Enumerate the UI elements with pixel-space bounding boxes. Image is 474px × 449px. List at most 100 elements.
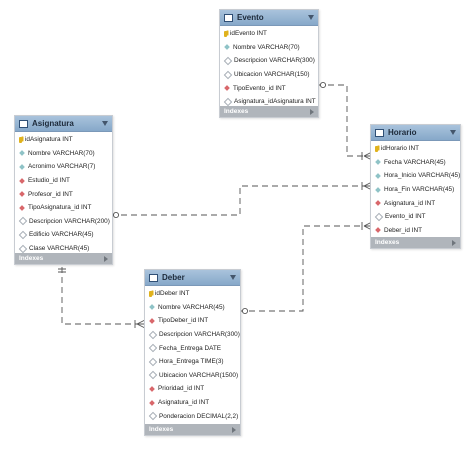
column-row[interactable]: Descripcion VARCHAR(200) [15,215,112,229]
column-name: Asignatura_idAsignatura INT [234,98,316,106]
column-row[interactable]: TipoDeber_id INT [145,314,240,328]
column-row[interactable]: Hora_Fin VARCHAR(45) [371,183,460,197]
column-row[interactable]: idDeber INT [145,287,240,301]
table-evento[interactable]: Evento idEvento INT Nombre VARCHAR(70) Des… [219,9,319,118]
column-row[interactable]: Clase VARCHAR(45) [15,242,112,256]
column-name: idEvento INT [230,30,267,38]
collapse-arrow-icon[interactable] [308,15,314,20]
table-horario[interactable]: Horario idHorario INT Fecha VARCHAR(45) Ho… [370,124,461,249]
column-name: TipoAsignatura_id INT [28,204,92,212]
collapse-arrow-icon[interactable] [230,275,236,280]
column-name: Ponderacion DECIMAL(2,2) [159,412,239,420]
column-name: Clase VARCHAR(45) [29,245,90,253]
column-name: Fecha_Entrega DATE [159,344,222,352]
table-title: Evento [237,13,264,22]
table-icon [149,273,158,282]
many-marker [361,181,373,191]
table-header[interactable]: Deber [145,270,240,286]
table-title: Deber [162,273,185,282]
column-row[interactable]: idAsignatura INT [15,133,112,147]
not-null-column-icon [19,164,25,170]
column-row[interactable]: TipoAsignatura_id INT [15,201,112,215]
table-header[interactable]: Horario [371,125,460,141]
column-row[interactable]: Profesor_id INT [15,187,112,201]
nullable-column-icon [148,330,158,339]
foreign-key-icon [19,177,25,184]
expand-arrow-icon[interactable] [452,239,456,246]
column-name: Descripcion VARCHAR(300) [234,57,315,65]
column-row[interactable]: Fecha VARCHAR(45) [371,156,460,170]
relationship-deber-horario [239,225,372,312]
column-name: idAsignatura INT [25,136,73,144]
column-row[interactable]: Hora_Entrega TIME(3) [145,355,240,369]
column-row[interactable]: Ubicacion VARCHAR(150) [220,68,318,82]
relationship-asignatura-horario [111,185,372,216]
nullable-column-icon [18,217,28,226]
indexes-bar[interactable]: Indexes [371,237,460,248]
foreign-key-icon [375,200,381,207]
optional-marker [319,81,327,89]
relationship-evento-horario [318,84,372,157]
table-asignatura[interactable]: Asignatura idAsignatura INT Nombre VARCHA… [14,115,113,265]
column-list: idEvento INT Nombre VARCHAR(70) Descripcio… [220,26,318,109]
column-name: TipoDeber_id INT [158,317,209,325]
foreign-key-icon [19,204,25,211]
column-row[interactable]: Nombre VARCHAR(70) [15,147,112,161]
column-row[interactable]: Descripcion VARCHAR(300) [220,54,318,68]
column-row[interactable]: TipoEvento_id INT [220,81,318,95]
column-row[interactable]: Acronimo VARCHAR(7) [15,160,112,174]
column-row[interactable]: Asignatura_id INT [145,396,240,410]
nullable-column-icon [223,56,233,66]
table-header[interactable]: Evento [220,10,318,26]
indexes-bar[interactable]: Indexes [145,424,240,435]
column-row[interactable]: Edificio VARCHAR(45) [15,228,112,242]
column-row[interactable]: Hora_Inicio VARCHAR(45) [371,169,460,183]
indexes-bar[interactable]: Indexes [15,253,112,264]
expand-arrow-icon[interactable] [232,426,236,433]
column-row[interactable]: Deber_id INT [371,224,460,238]
not-null-column-icon [224,44,230,51]
indexes-label: Indexes [149,426,174,433]
column-name: Descripcion VARCHAR(300) [159,331,240,339]
column-row[interactable]: Estudio_id INT [15,174,112,188]
column-row[interactable]: Descripcion VARCHAR(300) [145,328,240,342]
table-header[interactable]: Asignatura [15,116,112,132]
column-row[interactable]: idHorario INT [371,142,460,156]
column-row[interactable]: Fecha_Entrega DATE [145,341,240,355]
foreign-key-icon [149,318,155,324]
collapse-arrow-icon[interactable] [450,130,456,135]
expand-arrow-icon[interactable] [104,255,108,262]
column-row[interactable]: idEvento INT [220,27,318,41]
column-row[interactable]: Nombre VARCHAR(45) [145,301,240,315]
column-name: idDeber INT [155,290,190,298]
column-row[interactable]: Ubicacion VARCHAR(1500) [145,369,240,383]
expand-arrow-icon[interactable] [310,108,314,115]
primary-key-icon [19,136,22,143]
column-name: Estudio_id INT [28,177,70,185]
nullable-column-icon [374,212,384,222]
column-row[interactable]: Ponderacion DECIMAL(2,2) [145,409,240,423]
not-null-column-icon [19,150,25,157]
indexes-bar[interactable]: Indexes [220,106,318,117]
column-name: Nombre VARCHAR(45) [158,303,225,311]
many-marker [361,151,373,161]
column-row[interactable]: Evento_id INT [371,210,460,224]
primary-key-icon [224,30,227,37]
column-name: idHorario INT [381,145,419,153]
column-row[interactable]: Asignatura_id INT [371,196,460,210]
table-title: Horario [388,128,417,137]
column-name: Hora_Fin VARCHAR(45) [384,186,455,194]
table-icon [375,128,384,137]
nullable-column-icon [223,97,233,107]
column-name: Fecha VARCHAR(45) [384,158,446,166]
collapse-arrow-icon[interactable] [102,121,108,126]
nullable-column-icon [148,357,158,367]
column-row[interactable]: Asignatura_idAsignatura INT [220,95,318,109]
optional-marker [112,211,120,219]
column-row[interactable]: Prioridad_id INT [145,382,240,396]
table-deber[interactable]: Deber idDeber INT Nombre VARCHAR(45) TipoD… [144,269,241,436]
primary-key-icon [149,290,152,297]
column-name: Ubicacion VARCHAR(1500) [159,371,239,379]
column-row[interactable]: Nombre VARCHAR(70) [220,41,318,55]
many-marker [134,319,146,329]
